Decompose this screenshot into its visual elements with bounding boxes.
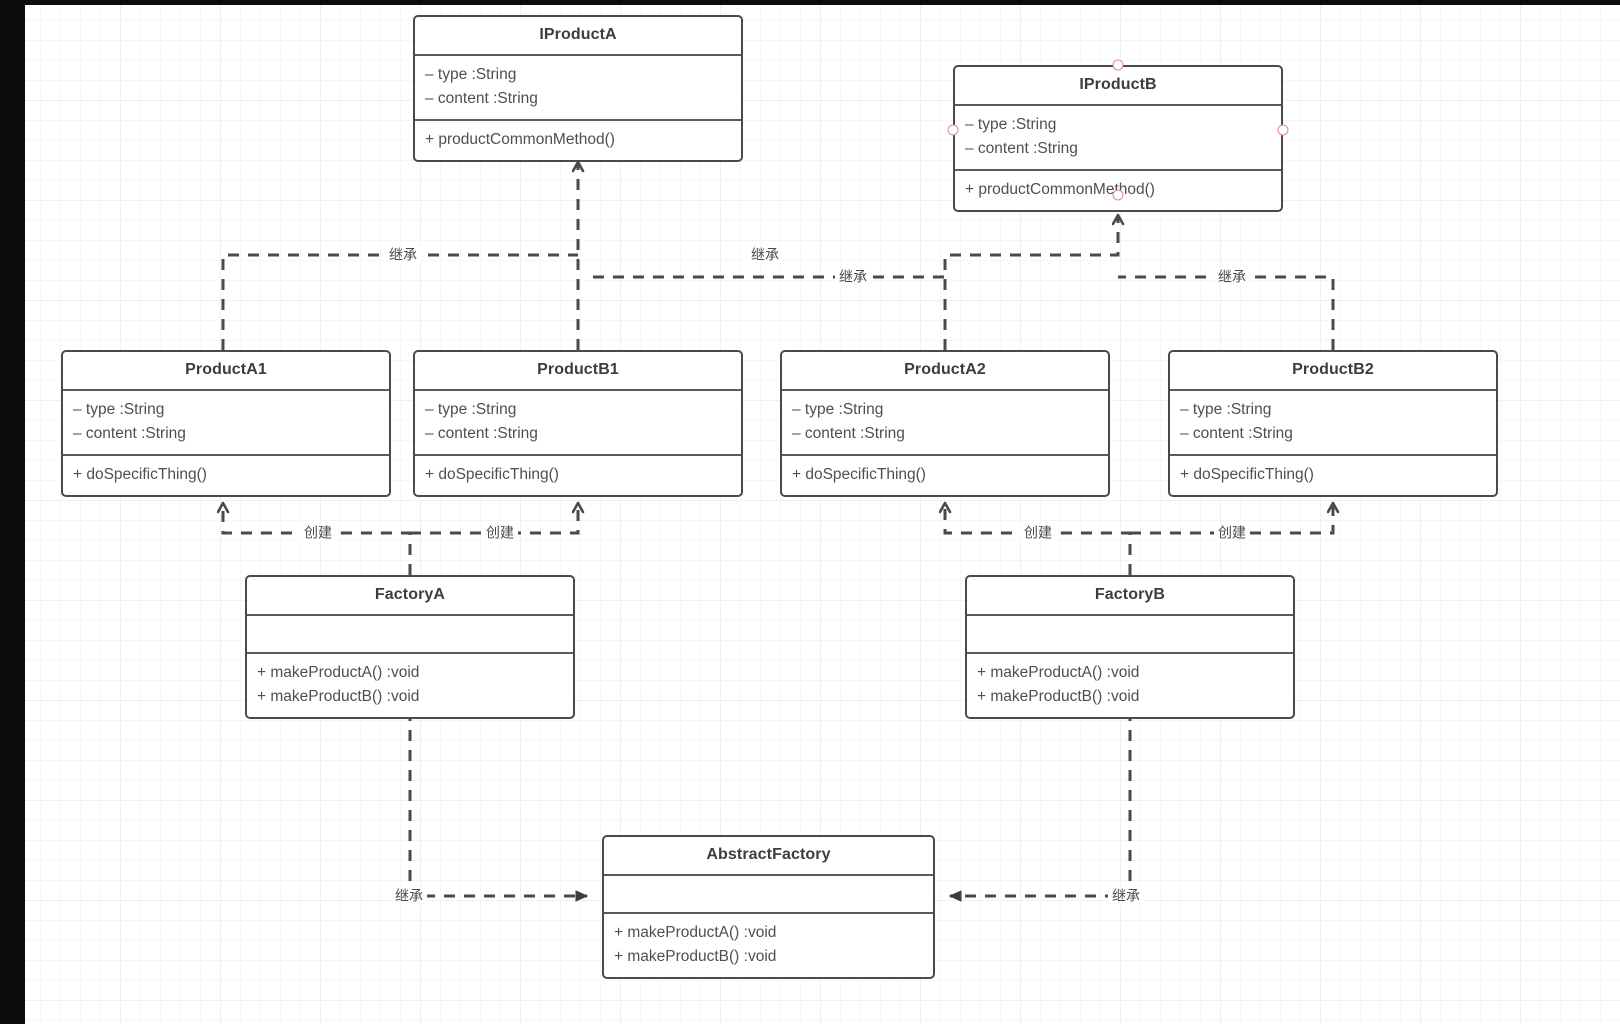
edge-FactoryA-AbstractFactory[interactable]: [408, 710, 589, 902]
attribute-line: – content :String: [73, 425, 186, 442]
class-node-abstractfactory[interactable]: AbstractFactory + makeProductA() :void +…: [602, 835, 935, 979]
class-name: IProductA: [539, 26, 617, 43]
edge-layer: [25, 5, 1620, 902]
attribute-line: – type :String: [425, 401, 517, 418]
class-node-producta1[interactable]: ProductA1 – type :String – content :Stri…: [61, 350, 391, 497]
class-name: IProductB: [1079, 76, 1157, 93]
edge-FactoryB-AbstractFactory[interactable]: [948, 710, 1132, 902]
operation-line: + productCommonMethod(): [425, 131, 615, 148]
class-name: ProductB1: [537, 361, 619, 378]
class-operations: + doSpecificThing(): [782, 454, 1108, 495]
class-attributes: – type :String – content :String: [782, 389, 1108, 454]
diagram-canvas[interactable]: IProductA – type :String – content :Stri…: [25, 5, 1620, 1024]
class-operations: + makeProductA() :void + makeProductB() …: [247, 652, 573, 717]
operation-line: + makeProductB() :void: [257, 688, 420, 705]
edge-ProductB2-IProductB[interactable]: [1118, 275, 1335, 350]
attribute-line: – type :String: [965, 116, 1057, 133]
connection-handle-left[interactable]: [947, 124, 959, 136]
edge-FactoryB-ProductB2[interactable]: [1130, 503, 1333, 535]
class-attributes-empty: [604, 874, 933, 912]
class-node-iproducta[interactable]: IProductA – type :String – content :Stri…: [413, 15, 743, 162]
class-attributes: – type :String – content :String: [415, 54, 741, 119]
connection-handle-top[interactable]: [1112, 59, 1124, 71]
edge-label-create-a2[interactable]: 创建: [1020, 524, 1056, 542]
edge-ProductA1-IProductA[interactable]: [221, 253, 578, 350]
edge-label-inherit-b2[interactable]: 继承: [1214, 268, 1250, 286]
class-operations: + doSpecificThing(): [63, 454, 389, 495]
edge-FactoryB-ProductA2[interactable]: [945, 503, 1132, 575]
class-name: ProductA1: [185, 361, 267, 378]
edge-label-inherit-factoryb[interactable]: 继承: [1108, 887, 1144, 905]
edge-ProductA2-IProductB[interactable]: [943, 215, 1118, 350]
attribute-line: – content :String: [425, 425, 538, 442]
class-attributes-empty: [967, 614, 1293, 652]
operation-line: + makeProductB() :void: [614, 948, 777, 965]
attribute-line: – type :String: [1180, 401, 1272, 418]
attribute-line: – type :String: [73, 401, 165, 418]
edge-label-create-b1[interactable]: 创建: [482, 524, 518, 542]
class-operations: + makeProductA() :void + makeProductB() …: [604, 912, 933, 977]
edge-label-inherit-a2[interactable]: 继承: [835, 268, 871, 286]
class-name: AbstractFactory: [706, 846, 831, 863]
attribute-line: – content :String: [792, 425, 905, 442]
attribute-line: – type :String: [792, 401, 884, 418]
class-operations: + doSpecificThing(): [1170, 454, 1496, 495]
class-node-factorya[interactable]: FactoryA + makeProductA() :void + makePr…: [245, 575, 575, 719]
edge-label-inherit-b1[interactable]: 继承: [747, 246, 783, 264]
operation-line: + makeProductB() :void: [977, 688, 1140, 705]
class-operations: + doSpecificThing(): [415, 454, 741, 495]
operation-line: + doSpecificThing(): [1180, 466, 1314, 483]
class-attributes: – type :String – content :String: [1170, 389, 1496, 454]
class-node-factoryb[interactable]: FactoryB + makeProductA() :void + makePr…: [965, 575, 1295, 719]
edge-FactoryA-ProductA1[interactable]: [223, 503, 412, 575]
operation-line: + doSpecificThing(): [792, 466, 926, 483]
attribute-line: – type :String: [425, 66, 517, 83]
class-node-productb1[interactable]: ProductB1 – type :String – content :Stri…: [413, 350, 743, 497]
operation-line: + makeProductA() :void: [257, 664, 420, 681]
attribute-line: – content :String: [425, 90, 538, 107]
operation-line: + makeProductA() :void: [977, 664, 1140, 681]
connection-handle-bottom[interactable]: [1112, 189, 1124, 201]
attribute-line: – content :String: [965, 140, 1078, 157]
operation-line: + makeProductA() :void: [614, 924, 777, 941]
class-operations: + productCommonMethod(): [955, 169, 1281, 210]
operation-line: + productCommonMethod(): [965, 181, 1155, 198]
operation-line: + doSpecificThing(): [425, 466, 559, 483]
class-node-productb2[interactable]: ProductB2 – type :String – content :Stri…: [1168, 350, 1498, 497]
class-operations: + productCommonMethod(): [415, 119, 741, 160]
operation-line: + doSpecificThing(): [73, 466, 207, 483]
class-name: ProductA2: [904, 361, 986, 378]
class-attributes: – type :String – content :String: [63, 389, 389, 454]
edge-FactoryA-ProductB1[interactable]: [410, 503, 578, 535]
class-attributes-empty: [247, 614, 573, 652]
edge-label-create-a1[interactable]: 创建: [300, 524, 336, 542]
connection-handle-right[interactable]: [1277, 124, 1289, 136]
class-node-producta2[interactable]: ProductA2 – type :String – content :Stri…: [780, 350, 1110, 497]
class-operations: + makeProductA() :void + makeProductB() …: [967, 652, 1293, 717]
class-attributes: – type :String – content :String: [415, 389, 741, 454]
class-name: ProductB2: [1292, 361, 1374, 378]
attribute-line: – content :String: [1180, 425, 1293, 442]
class-name: FactoryA: [374, 586, 446, 603]
class-name: FactoryB: [1094, 586, 1166, 603]
edge-label-inherit-factorya[interactable]: 继承: [391, 887, 427, 905]
edge-label-inherit-a1[interactable]: 继承: [385, 246, 421, 264]
edge-label-create-b2[interactable]: 创建: [1214, 524, 1250, 542]
class-attributes: – type :String – content :String: [955, 104, 1281, 169]
class-node-iproductb[interactable]: IProductB – type :String – content :Stri…: [953, 65, 1283, 212]
